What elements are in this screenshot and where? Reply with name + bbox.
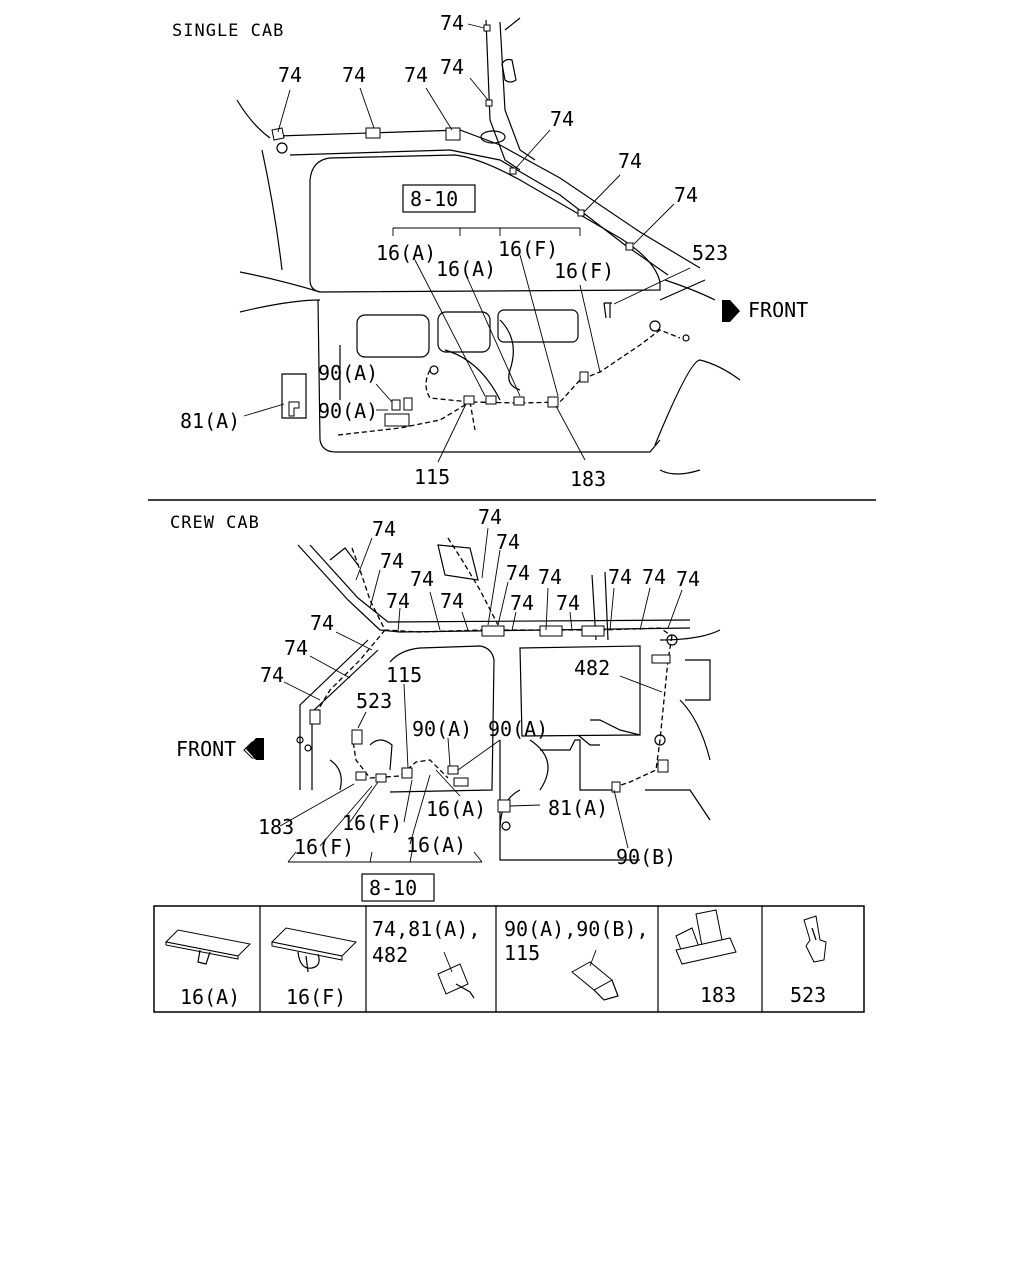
callout-90a: 90(A) bbox=[488, 717, 548, 741]
legend-label-523: 523 bbox=[790, 983, 826, 1007]
legend-clip-74-81a-482: 74,81(A), 482 bbox=[372, 917, 480, 999]
single-cab-leader-lines bbox=[243, 23, 691, 463]
single-cab-ref-label: 8-10 bbox=[410, 187, 458, 211]
callout-482: 482 bbox=[574, 656, 610, 680]
callout-74: 74 bbox=[478, 505, 502, 529]
callout-74: 74 bbox=[284, 636, 308, 660]
callout-115: 115 bbox=[414, 465, 450, 489]
callout-90a: 90(A) bbox=[318, 361, 378, 385]
legend-label-16a: 16(A) bbox=[180, 985, 240, 1009]
single-cab-front-label: FRONT bbox=[748, 298, 808, 322]
callout-16a: 16(A) bbox=[436, 257, 496, 281]
single-cab-front-arrow bbox=[722, 300, 740, 322]
callout-90a: 90(A) bbox=[318, 399, 378, 423]
crew-cab-ref-label: 8-10 bbox=[369, 876, 417, 900]
callout-115: 115 bbox=[386, 663, 422, 687]
callout-74: 74 bbox=[608, 565, 632, 589]
legend-label-16f: 16(F) bbox=[286, 985, 346, 1009]
callout-74: 74 bbox=[550, 107, 574, 131]
single-cab-ref-box bbox=[402, 184, 476, 213]
callout-74: 74 bbox=[386, 589, 410, 613]
callout-16f: 16(F) bbox=[294, 835, 354, 859]
legend-clip-183: 183 bbox=[675, 909, 737, 1007]
callout-74: 74 bbox=[440, 55, 464, 79]
callout-74: 74 bbox=[642, 565, 666, 589]
callout-74: 74 bbox=[496, 530, 520, 554]
crew-cab-leader-lines bbox=[279, 527, 683, 849]
callout-16f: 16(F) bbox=[498, 237, 558, 261]
single-cab-title: SINGLE CAB bbox=[172, 21, 284, 41]
legend-label-90a-90b: 90(A),90(B), bbox=[504, 917, 649, 941]
callout-16a: 16(A) bbox=[426, 797, 486, 821]
callout-74: 74 bbox=[538, 565, 562, 589]
callout-74: 74 bbox=[618, 149, 642, 173]
callout-523: 523 bbox=[692, 241, 728, 265]
callout-74: 74 bbox=[440, 589, 464, 613]
callout-74: 74 bbox=[510, 591, 534, 615]
single-cab-section: SINGLE CAB bbox=[172, 11, 808, 491]
legend-clip-16f: 16(F) bbox=[270, 927, 358, 1009]
callout-74: 74 bbox=[342, 63, 366, 87]
callout-81a: 81(A) bbox=[180, 409, 240, 433]
callout-74: 74 bbox=[676, 567, 700, 591]
legend-label-183: 183 bbox=[700, 983, 736, 1007]
callout-523: 523 bbox=[356, 689, 392, 713]
callout-74: 74 bbox=[260, 663, 284, 687]
crew-cab-section: CREW CAB bbox=[170, 505, 721, 902]
callout-90b: 90(B) bbox=[616, 845, 676, 869]
callout-74: 74 bbox=[506, 561, 530, 585]
callout-74: 74 bbox=[404, 63, 428, 87]
callout-74: 74 bbox=[674, 183, 698, 207]
legend-clip-16a: 16(A) bbox=[164, 929, 252, 1009]
callout-16f: 16(F) bbox=[554, 259, 614, 283]
callout-90a: 90(A) bbox=[412, 717, 472, 741]
callout-74: 74 bbox=[380, 549, 404, 573]
callout-16a: 16(A) bbox=[376, 241, 436, 265]
legend-label-115: 115 bbox=[504, 941, 540, 965]
crew-cab-front-label: FRONT bbox=[176, 737, 236, 761]
callout-74: 74 bbox=[440, 11, 464, 35]
callout-183: 183 bbox=[570, 467, 606, 491]
legend-clip-90a-90b-115: 90(A),90(B), 115 bbox=[504, 917, 649, 1001]
callout-16a: 16(A) bbox=[406, 833, 466, 857]
callout-74: 74 bbox=[278, 63, 302, 87]
legend-clip-523: 523 bbox=[790, 915, 827, 1007]
legend-label-74-81a: 74,81(A), bbox=[372, 917, 480, 941]
parts-legend: 16(A) 16(F) 74,81(A), 482 90(A),90(B), 1… bbox=[153, 905, 865, 1013]
callout-16f: 16(F) bbox=[342, 811, 402, 835]
callout-74: 74 bbox=[410, 567, 434, 591]
callout-74: 74 bbox=[310, 611, 334, 635]
crew-cab-ref-box bbox=[361, 873, 435, 902]
callout-81a: 81(A) bbox=[548, 796, 608, 820]
callout-74: 74 bbox=[372, 517, 396, 541]
callout-74: 74 bbox=[556, 591, 580, 615]
single-cab-body-outline bbox=[236, 17, 741, 475]
legend-label-482: 482 bbox=[372, 943, 408, 967]
callout-183: 183 bbox=[258, 815, 294, 839]
crew-cab-title: CREW CAB bbox=[170, 513, 260, 533]
crew-cab-front-arrow bbox=[246, 738, 264, 760]
